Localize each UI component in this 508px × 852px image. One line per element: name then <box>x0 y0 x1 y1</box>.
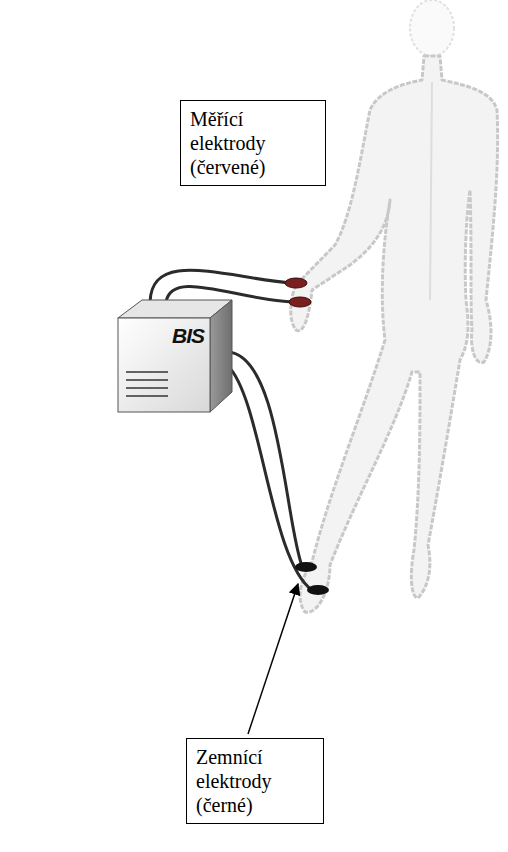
callout-text: Měřící elektrody (červené) <box>190 107 316 179</box>
callout-box: Měřící elektrody (červené) <box>180 100 326 186</box>
callout-text: Zemnící elektrody (černé) <box>196 745 314 817</box>
measuring-cable <box>150 270 290 302</box>
red-electrode <box>289 297 311 307</box>
human-figure <box>291 0 498 612</box>
black-electrode <box>295 562 317 572</box>
red-electrode <box>285 278 307 288</box>
leader-arrow <box>248 584 298 734</box>
device-label: BIS <box>118 318 210 412</box>
callout-box: Zemnící elektrody (černé) <box>186 738 324 824</box>
ground-cable <box>228 366 312 590</box>
bis-device <box>118 300 232 412</box>
black-electrode <box>307 585 329 595</box>
device-name: BIS <box>172 324 204 348</box>
